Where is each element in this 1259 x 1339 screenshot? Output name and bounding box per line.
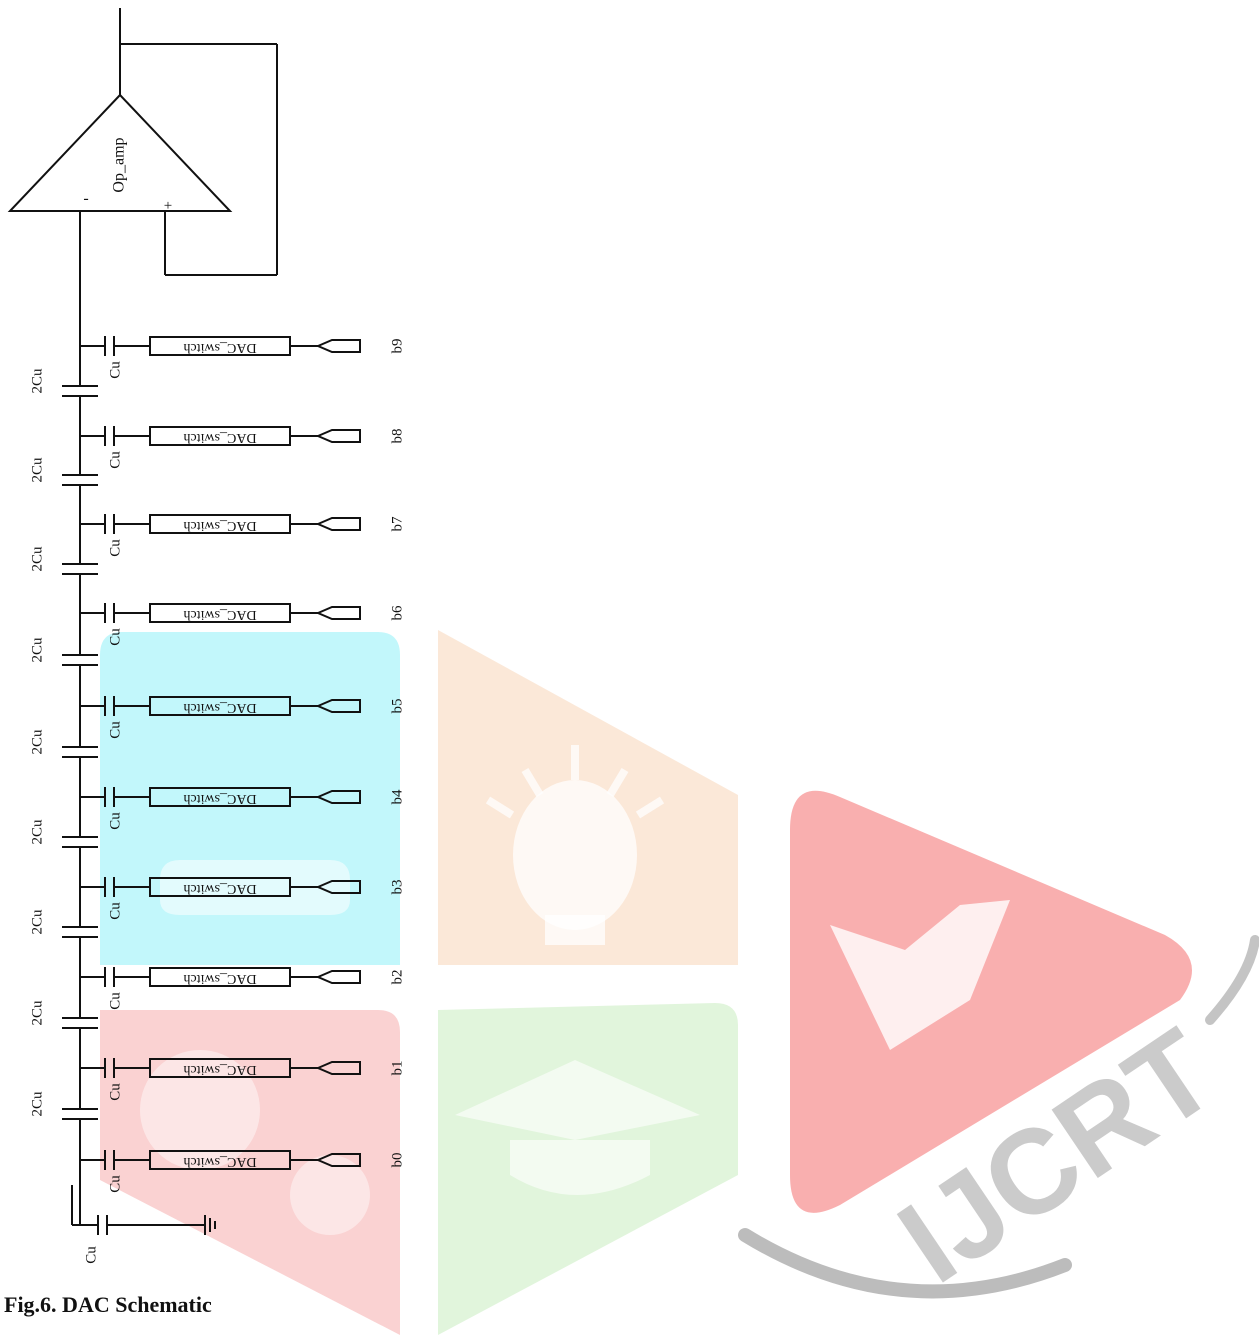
opamp-minus-label: - xyxy=(83,190,88,207)
bit-label-b2: b2 xyxy=(389,970,405,985)
graduation-cap-icon xyxy=(455,1060,700,1140)
series-cap-label: 2Cu xyxy=(29,909,45,935)
dac-switch-label: DAC_switch xyxy=(183,430,256,445)
unit-cap-label: Cu xyxy=(107,539,123,557)
dac-switch-label: DAC_switch xyxy=(183,700,256,715)
unit-cap-label: Cu xyxy=(107,992,123,1010)
figure-caption: Fig.6. DAC Schematic xyxy=(4,1292,212,1317)
opamp-triangle xyxy=(7,93,233,212)
watermark-swoosh-tail xyxy=(1205,935,1259,1025)
bit-input-port xyxy=(315,517,361,531)
series-cap-label: 2Cu xyxy=(29,819,45,845)
unit-cap-label: Cu xyxy=(107,451,123,469)
dac-switch-label: DAC_switch xyxy=(183,881,256,896)
unit-cap-label: Cu xyxy=(107,361,123,379)
unit-cap-label: Cu xyxy=(107,628,123,646)
dac-switch-label: DAC_switch xyxy=(183,1062,256,1077)
unit-cap-label: Cu xyxy=(107,721,123,739)
series-cap-label: 2Cu xyxy=(29,1091,45,1117)
bulb-ray-icon xyxy=(606,767,629,798)
dac-switch-label: DAC_switch xyxy=(183,971,256,986)
unit-cap-label: Cu xyxy=(107,1175,123,1193)
unit-cap-label: Cu xyxy=(107,812,123,830)
bit-input-port xyxy=(315,339,361,353)
series-cap-label: 2Cu xyxy=(29,729,45,755)
watermark-swoosh xyxy=(738,1228,1072,1299)
gear-icon xyxy=(140,1050,260,1170)
bit-input-port xyxy=(315,606,361,620)
bit-input-port xyxy=(315,970,361,984)
bit-label-b9: b9 xyxy=(389,339,405,354)
bit-input-port xyxy=(315,790,361,804)
gear-shape-icon xyxy=(160,860,350,915)
opamp-label: Op_amp xyxy=(111,137,128,192)
dac-switch-label: DAC_switch xyxy=(183,340,256,355)
opamp-plus-label: + xyxy=(164,198,172,214)
dac-switch-label: DAC_switch xyxy=(183,791,256,806)
bit-label-b6: b6 xyxy=(389,605,405,621)
bit-label-b5: b5 xyxy=(389,699,405,714)
dac-switch-label: DAC_switch xyxy=(183,518,256,533)
bit-label-b7: b7 xyxy=(389,516,405,532)
series-cap-label: 2Cu xyxy=(29,637,45,663)
bulb-ray-icon xyxy=(635,796,665,819)
watermark-red-triangle xyxy=(790,790,1192,1213)
bit-input-port xyxy=(315,429,361,443)
dac-switch-label: DAC_switch xyxy=(183,607,256,622)
bit-input-port xyxy=(315,1061,361,1075)
bit-input-port xyxy=(315,1153,361,1167)
termination-cap-label: Cu xyxy=(83,1246,99,1264)
bit-input-port xyxy=(315,880,361,894)
bit-label-b3: b3 xyxy=(389,880,405,895)
bulb-icon xyxy=(513,780,637,930)
dac-switch-label: DAC_switch xyxy=(183,1154,256,1169)
book-icon xyxy=(830,900,1010,1050)
unit-cap-label: Cu xyxy=(107,902,123,920)
watermark-pink-panel xyxy=(100,1010,400,1335)
unit-cap-label: Cu xyxy=(107,1083,123,1101)
graduation-cap-base-icon xyxy=(510,1140,650,1195)
series-cap-label: 2Cu xyxy=(29,546,45,572)
series-cap-label: 2Cu xyxy=(29,457,45,483)
bulb-base-icon xyxy=(545,915,605,945)
bit-label-b4: b4 xyxy=(389,789,405,805)
bit-label-b1: b1 xyxy=(389,1061,405,1076)
series-cap-label: 2Cu xyxy=(29,1000,45,1026)
bit-label-b0: b0 xyxy=(389,1153,405,1168)
bulb-ray-icon xyxy=(485,796,515,819)
series-cap-label: 2Cu xyxy=(29,368,45,394)
bit-input-port xyxy=(315,699,361,713)
bit-label-b8: b8 xyxy=(389,429,405,444)
small-gear-icon xyxy=(290,1155,370,1235)
bulb-ray-icon xyxy=(521,767,544,798)
